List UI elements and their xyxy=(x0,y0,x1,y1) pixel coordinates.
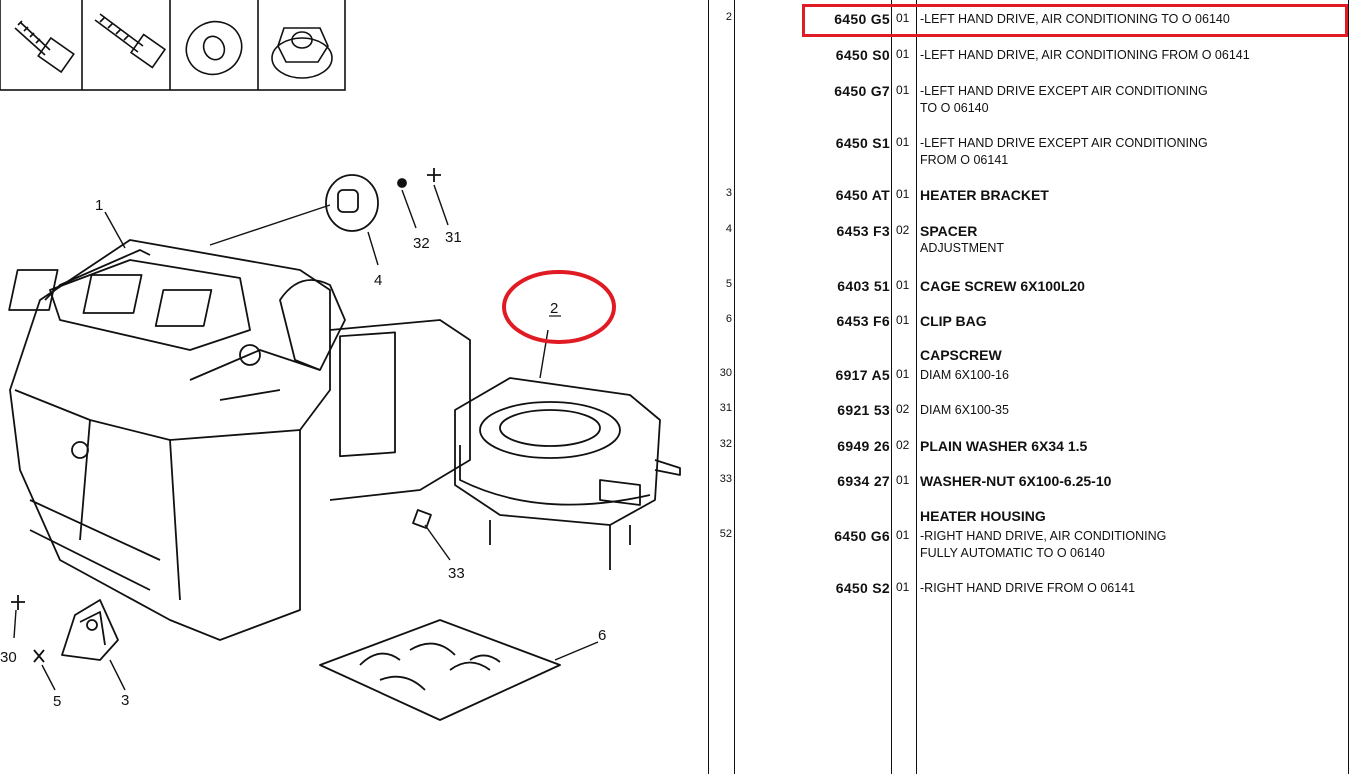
callout-6: 6 xyxy=(598,627,606,644)
quantity: 01 xyxy=(896,367,910,381)
fastener-icons xyxy=(0,0,346,91)
ref-number: 3 xyxy=(725,187,732,199)
quantity: 01 xyxy=(896,47,910,61)
column-divider xyxy=(891,0,892,774)
description: -LEFT HAND DRIVE, AIR CONDITIONING TO O … xyxy=(920,12,1230,26)
callout-5: 5 xyxy=(53,693,61,710)
heater-bracket-drawing xyxy=(61,599,119,661)
part-number: 6453 F6 xyxy=(836,313,890,329)
part-number: 6450 S2 xyxy=(835,580,890,596)
ref-number: 4 xyxy=(725,223,732,235)
column-divider xyxy=(708,0,709,774)
callout-numbers: 1 2 3 4 5 6 30 31 32 33 xyxy=(0,197,606,710)
washer-nut-icon xyxy=(271,27,333,79)
parts-list-table: 2 6450 G5 01 -LEFT HAND DRIVE, AIR CONDI… xyxy=(700,0,1355,774)
column-divider xyxy=(916,0,917,774)
callout-2: 2 xyxy=(550,300,558,317)
clip-bag-drawing xyxy=(319,619,561,721)
quantity: 02 xyxy=(896,438,910,452)
quantity: 01 xyxy=(896,135,910,149)
description: HEATER BRACKET xyxy=(920,187,1049,203)
ref-number: 32 xyxy=(719,438,732,450)
ref-number: 5 xyxy=(725,278,732,290)
quantity: 01 xyxy=(896,278,910,292)
quantity: 01 xyxy=(896,528,910,542)
ref-number: 6 xyxy=(725,313,732,325)
part-number: 6921 53 xyxy=(837,402,890,418)
ref-number: 2 xyxy=(725,11,732,23)
quantity: 01 xyxy=(896,187,910,201)
exploded-diagram: 1 2 3 4 5 6 30 31 32 33 xyxy=(0,0,681,721)
callout-2-highlight-circle xyxy=(502,270,616,344)
description: PLAIN WASHER 6X34 1.5 xyxy=(920,438,1088,454)
column-divider xyxy=(1348,0,1349,774)
part-number: 6450 S1 xyxy=(835,135,890,151)
description: -LEFT HAND DRIVE EXCEPT AIR CONDITIONING… xyxy=(920,84,1208,115)
part-number: 6450 S0 xyxy=(835,47,890,63)
column-divider xyxy=(734,0,735,774)
callout-1: 1 xyxy=(95,197,103,214)
part-number: 6917 A5 xyxy=(835,367,890,383)
part-number: 6450 AT xyxy=(835,187,890,203)
description: -RIGHT HAND DRIVE FROM O 06141 xyxy=(920,581,1136,595)
cage-screw-icon xyxy=(14,20,75,74)
part-number: 6934 27 xyxy=(837,473,890,489)
callout-31: 31 xyxy=(445,229,462,246)
description: DIAM 6X100-35 xyxy=(920,403,1009,417)
callout-4: 4 xyxy=(374,272,382,289)
quantity: 01 xyxy=(896,580,910,594)
callout-33: 33 xyxy=(448,565,465,582)
ref-number: 52 xyxy=(719,528,732,540)
quantity: 01 xyxy=(896,11,910,25)
ref-number: 33 xyxy=(719,473,732,485)
description: CLIP BAG xyxy=(920,313,987,329)
description: -LEFT HAND DRIVE EXCEPT AIR CONDITIONING… xyxy=(920,136,1208,167)
quantity: 01 xyxy=(896,473,910,487)
part-number: 6450 G5 xyxy=(834,11,890,27)
capscrew-icon xyxy=(94,13,167,69)
description: -LEFT HAND DRIVE, AIR CONDITIONING FROM … xyxy=(920,48,1250,62)
callout-3: 3 xyxy=(121,692,129,709)
leader-lines xyxy=(13,184,599,691)
description: HEATER HOUSING xyxy=(920,508,1046,524)
quantity: 01 xyxy=(896,313,910,327)
description: WASHER-NUT 6X100-6.25-10 xyxy=(920,473,1112,489)
spacer-drawing xyxy=(325,174,379,232)
quantity: 02 xyxy=(896,402,910,416)
part-number: 6403 51 xyxy=(837,278,890,294)
callout-32: 32 xyxy=(413,235,430,252)
description: CAGE SCREW 6X100L20 xyxy=(920,278,1085,294)
heater-housing-drawing xyxy=(8,168,681,721)
ref-number: 31 xyxy=(719,402,732,414)
plain-washer-icon xyxy=(185,20,243,76)
part-number: 6453 F3 xyxy=(836,223,890,239)
quantity: 01 xyxy=(896,83,910,97)
description: DIAM 6X100-16 xyxy=(920,368,1009,382)
description: CAPSCREW xyxy=(920,347,1002,363)
ref-number: 30 xyxy=(719,367,732,379)
part-number: 6450 G6 xyxy=(834,528,890,544)
part-number: 6450 G7 xyxy=(834,83,890,99)
quantity: 02 xyxy=(896,223,910,237)
part-number: 6949 26 xyxy=(837,438,890,454)
highlighted-row-box xyxy=(802,4,1348,37)
callout-30: 30 xyxy=(0,649,17,666)
